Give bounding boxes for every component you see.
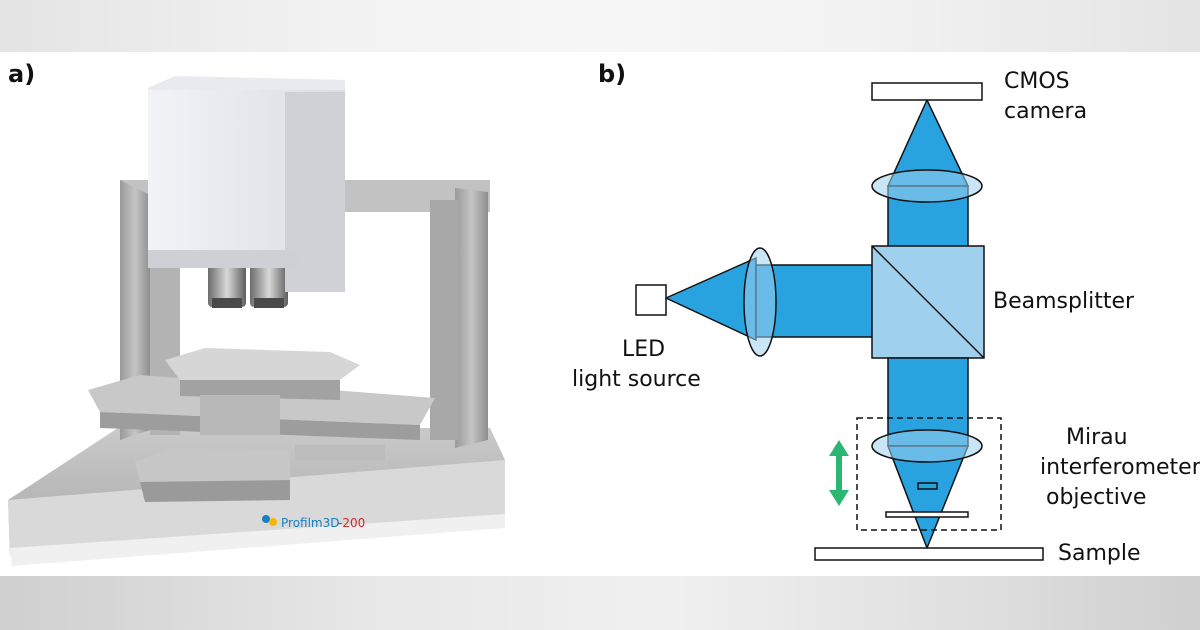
collimator-lens [743,247,777,357]
led-label-line1: LED [622,337,665,362]
objective-label-line1: Mirau [1066,425,1128,450]
brand-logo [262,515,277,526]
horizontal-beam [755,264,873,338]
scan-direction-arrow [829,440,849,506]
camera-beam-cone [886,98,970,187]
beamsplitter-label: Beamsplitter [993,289,1135,314]
optical-head [148,76,345,292]
bottom-background-band [0,576,1200,630]
camera-lens [871,169,983,203]
top-background-band [0,0,1200,52]
objective-lens [871,429,983,463]
brand-name: Profilm3D [281,516,340,530]
panel-a-label: a) [8,60,36,88]
sample-plate [814,547,1044,561]
objective-label-line3: objective [1046,485,1146,510]
camera-label-line1: CMOS [1004,69,1070,94]
panel-b-label: b) [598,60,627,88]
camera-label-line2: camera [1004,99,1087,124]
objective-lenses [208,265,288,308]
beamsplitter-cube [871,245,985,359]
brand-model: -200 [338,516,365,530]
reference-mirror [917,482,938,490]
lower-vertical-beam [887,357,969,447]
upper-vertical-beam [887,185,969,251]
sample-label: Sample [1058,541,1141,566]
mirau-objective-box [856,417,1002,531]
mirau-beamsplitter-plate [885,511,969,518]
cmos-sensor [871,82,983,101]
objective-beam-cone [886,445,970,551]
beamsplitter-diagonal [871,245,985,359]
led-beam-cone [664,256,757,342]
objective-label-line2: interferometer [1040,455,1200,480]
led-source-box [635,284,667,316]
profilometer-device-illustration: Profilm3D -200 [8,76,505,566]
xy-stage [88,348,435,502]
